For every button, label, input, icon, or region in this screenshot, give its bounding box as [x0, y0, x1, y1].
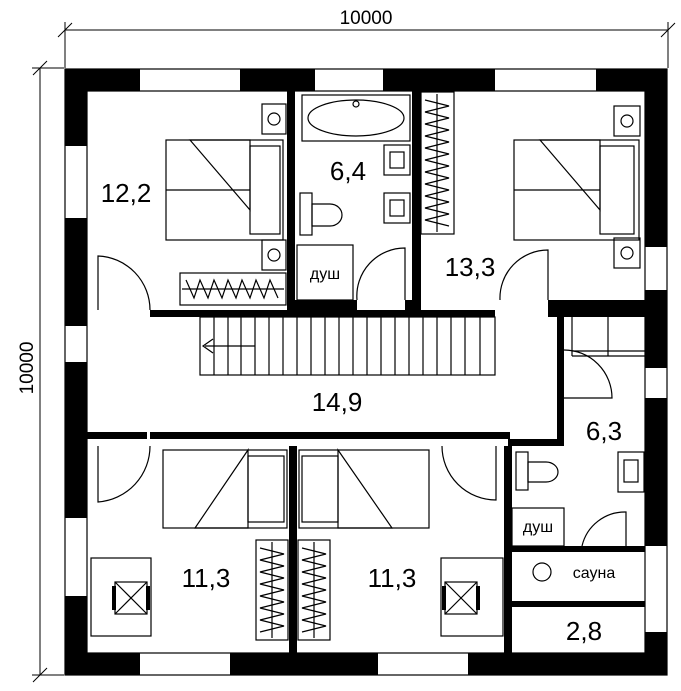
doors — [97, 247, 627, 547]
sauna-stove: сауна — [532, 562, 616, 582]
dimension-width-text: 10000 — [340, 8, 393, 29]
wardrobe-bottom-left-icon — [255, 539, 289, 641]
bed-top-left-icon — [165, 103, 287, 271]
room-area-bathroom-right: 6,3 — [586, 416, 622, 446]
room-area-bathroom-top: 6,4 — [330, 156, 366, 186]
room-area-sauna: 2,8 — [566, 616, 602, 646]
toilet-right-icon — [515, 451, 559, 491]
shower-bottom: душ — [511, 507, 565, 547]
room-area-bedroom-bottom-left: 11,3 — [182, 563, 231, 593]
bed-bottom-left-icon — [162, 448, 288, 529]
room-area-bedroom-top-left: 12,2 — [101, 178, 152, 208]
wardrobe-top-left-icon — [179, 272, 287, 306]
sauna-stove-icon — [532, 562, 552, 582]
wardrobe-top-middle-icon — [420, 91, 455, 235]
dimension-left: 10000 — [17, 60, 64, 683]
outer-walls — [64, 68, 668, 676]
staircase-icon — [199, 316, 496, 376]
sink-right-icon — [617, 451, 645, 493]
room-area-bedroom-top-right: 13,3 — [445, 252, 496, 282]
shower-top-label: душ — [310, 266, 340, 283]
room-area-bedroom-bottom-right: 11,3 — [368, 563, 417, 593]
shower-bottom-label: душ — [523, 519, 553, 536]
dimension-height-text: 10000 — [17, 342, 38, 395]
bed-top-right-icon — [513, 105, 641, 269]
toilet-icon — [299, 192, 343, 236]
dimension-top: 10000 — [57, 8, 676, 68]
desk-left-icon — [90, 557, 152, 637]
wardrobe-bottom-right-icon — [297, 539, 331, 641]
interior-walls — [87, 91, 645, 653]
sauna-label: сауна — [573, 565, 616, 582]
bed-bottom-right-icon — [298, 448, 430, 529]
desk-right-icon — [440, 557, 504, 637]
sink-icon — [383, 144, 411, 224]
shower-top: душ — [296, 244, 354, 301]
room-area-hall: 14,9 — [312, 387, 363, 417]
bathtub-icon — [301, 94, 411, 142]
